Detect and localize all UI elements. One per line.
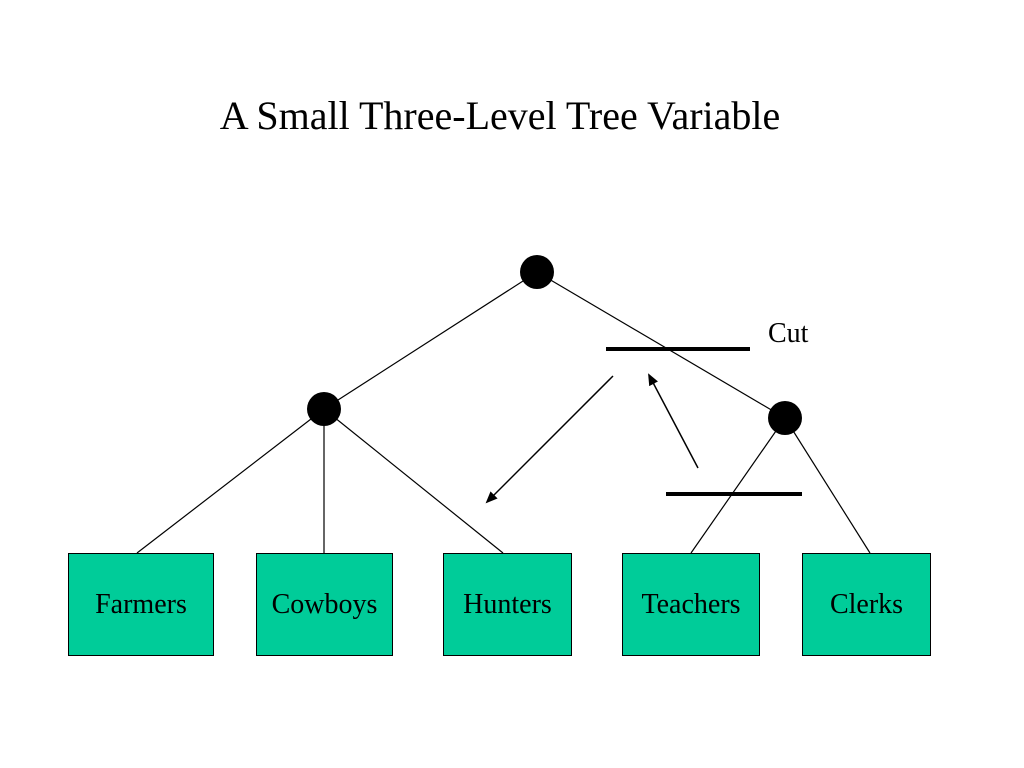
left-node	[307, 392, 341, 426]
edge-root-left	[323, 271, 538, 410]
edge-right-teachers	[690, 417, 786, 554]
leaf-farmers: Farmers	[68, 553, 214, 656]
slide-title: A Small Three-Level Tree Variable	[219, 93, 781, 138]
edge-root-right	[536, 271, 786, 419]
edge-left-farmers	[136, 408, 325, 554]
leaf-teachers: Teachers	[622, 553, 760, 656]
arrow-up	[648, 373, 699, 469]
right-node	[768, 401, 802, 435]
leaf-clerks: Clerks	[802, 553, 931, 656]
root-node	[520, 255, 554, 289]
edge-left-hunters	[323, 408, 504, 554]
arrow-down-left	[485, 375, 614, 504]
edge-right-clerks	[784, 417, 871, 554]
leaf-cowboys: Cowboys	[256, 553, 393, 656]
cut-label: Cut	[768, 318, 809, 349]
leaf-hunters: Hunters	[443, 553, 572, 656]
